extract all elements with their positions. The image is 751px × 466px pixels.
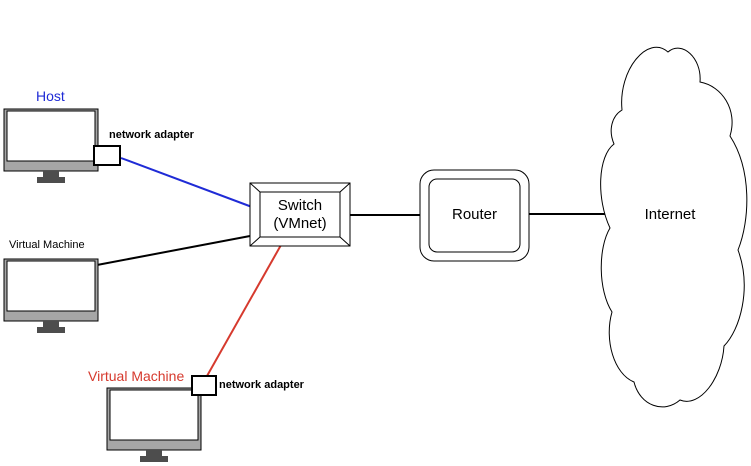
router-label: Router xyxy=(451,206,498,223)
connection-host-switch xyxy=(120,157,261,211)
vm2-label: Virtual Machine xyxy=(88,368,185,384)
internet-cloud-icon xyxy=(600,46,748,408)
connection-vm1-switch xyxy=(96,235,251,266)
switch-node xyxy=(249,182,351,247)
host-network-adapter xyxy=(93,145,121,166)
vm1-monitor-icon xyxy=(3,258,99,333)
vm2-adapter-label: network adapter xyxy=(219,379,304,391)
vm2-network-adapter xyxy=(191,375,217,396)
switch-label-line2: (VMnet) xyxy=(273,215,327,232)
host-label: Host xyxy=(36,88,65,104)
vm2-monitor-icon xyxy=(106,387,202,462)
vm1-label: Virtual Machine xyxy=(9,239,85,251)
switch-label-line1: Switch xyxy=(277,197,323,214)
host-adapter-label: network adapter xyxy=(109,129,194,141)
connection-vm2-switch xyxy=(206,244,282,377)
internet-label: Internet xyxy=(644,206,696,223)
switch-label: Switch (VMnet) xyxy=(260,197,340,233)
host-monitor-icon xyxy=(3,108,99,183)
router-node xyxy=(419,169,530,262)
